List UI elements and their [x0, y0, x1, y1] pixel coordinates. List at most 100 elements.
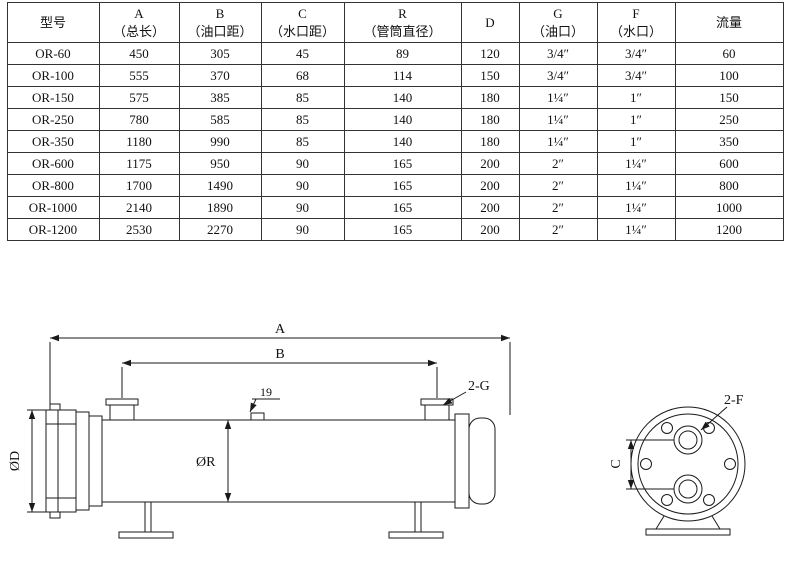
column-header: F（水口）: [596, 2, 676, 43]
table-cell: OR-250: [6, 108, 100, 131]
table-cell: 180: [460, 108, 520, 131]
table-cell: OR-350: [6, 130, 100, 153]
table-cell: OR-60: [6, 42, 100, 65]
table-cell: 780: [98, 108, 180, 131]
table-cell: 350: [674, 130, 784, 153]
port-2g-label: 2-G: [468, 379, 490, 394]
table-cell: 1¼″: [596, 196, 676, 219]
table-cell: 1200: [674, 218, 784, 241]
table-cell: 2″: [518, 174, 598, 197]
table-cell: 2140: [98, 196, 180, 219]
bolt-hole: [640, 458, 652, 470]
oil-port-left: [109, 404, 135, 421]
table-cell: 90: [260, 218, 345, 241]
table-cell: 120: [460, 42, 520, 65]
table-cell: 89: [343, 42, 462, 65]
leader-2f: [700, 406, 728, 431]
table-cell: 150: [460, 64, 520, 87]
table-cell: 2″: [518, 196, 598, 219]
water-port-bottom: [673, 474, 703, 504]
bonnet-bolt-bottom: [49, 511, 61, 519]
table-cell: 165: [343, 196, 462, 219]
table-cell: 200: [460, 174, 520, 197]
end-flange-inner: [637, 413, 739, 515]
table-cell: 140: [343, 108, 462, 131]
oil-port-right: [424, 404, 450, 421]
table-cell: 1180: [98, 130, 180, 153]
table-cell: 2″: [518, 218, 598, 241]
table-cell: 165: [343, 152, 462, 175]
table-cell: 2530: [98, 218, 180, 241]
column-header: A（总长）: [98, 2, 180, 43]
table-cell: 180: [460, 130, 520, 153]
table-cell: 370: [178, 64, 262, 87]
table-cell: 200: [460, 152, 520, 175]
table-cell: 2″: [518, 152, 598, 175]
table-cell: 600: [674, 152, 784, 175]
table-cell: 200: [460, 196, 520, 219]
table-cell: 1″: [596, 130, 676, 153]
right-flange: [454, 413, 470, 509]
table-cell: OR-150: [6, 86, 100, 109]
table-cell: 450: [98, 42, 180, 65]
right-cap: [468, 417, 496, 505]
end-view: [626, 406, 746, 536]
dia-d-label: ØD: [8, 451, 23, 471]
table-cell: OR-600: [6, 152, 100, 175]
technical-drawing: A B 19 2-G ØD ØR 2-F C: [0, 252, 790, 564]
bonnet-bolt-top: [49, 403, 61, 411]
bolt-hole: [661, 422, 673, 434]
dim-c-label: C: [609, 459, 624, 468]
leader-2g: [442, 391, 467, 406]
table-cell: 150: [674, 86, 784, 109]
column-header: B（油口距）: [178, 2, 262, 43]
table-cell: 1¼″: [596, 174, 676, 197]
table-cell: 85: [260, 130, 345, 153]
table-cell: 1890: [178, 196, 262, 219]
table-cell: 1700: [98, 174, 180, 197]
dim-a-label: A: [275, 322, 286, 337]
table-cell: 85: [260, 86, 345, 109]
table-cell: 90: [260, 196, 345, 219]
bolt-hole: [724, 458, 736, 470]
dia-r-label: ØR: [196, 455, 216, 470]
table-cell: 1″: [596, 108, 676, 131]
end-view-base: [645, 528, 731, 536]
left-bonnet: [45, 409, 77, 513]
table-cell: 3/4″: [596, 42, 676, 65]
table-cell: 1¼″: [596, 152, 676, 175]
table-cell: 165: [343, 174, 462, 197]
table-cell: 114: [343, 64, 462, 87]
table-cell: 1¼″: [518, 86, 598, 109]
table-cell: 1490: [178, 174, 262, 197]
table-cell: OR-1200: [6, 218, 100, 241]
table-cell: 3/4″: [518, 64, 598, 87]
table-cell: 990: [178, 130, 262, 153]
table-cell: 100: [674, 64, 784, 87]
table-cell: 555: [98, 64, 180, 87]
column-header: 型号: [6, 2, 100, 43]
drawing-labels: A B 19 2-G ØD ØR 2-F C: [8, 322, 744, 471]
table-cell: 3/4″: [596, 64, 676, 87]
table-cell: 1¼″: [518, 108, 598, 131]
table-cell: 2270: [178, 218, 262, 241]
table-cell: 305: [178, 42, 262, 65]
table-cell: 140: [343, 130, 462, 153]
table-cell: 575: [98, 86, 180, 109]
table-cell: 85: [260, 108, 345, 131]
side-view: [27, 334, 511, 539]
table-cell: 45: [260, 42, 345, 65]
table-cell: 68: [260, 64, 345, 87]
dim-b-label: B: [275, 347, 284, 362]
